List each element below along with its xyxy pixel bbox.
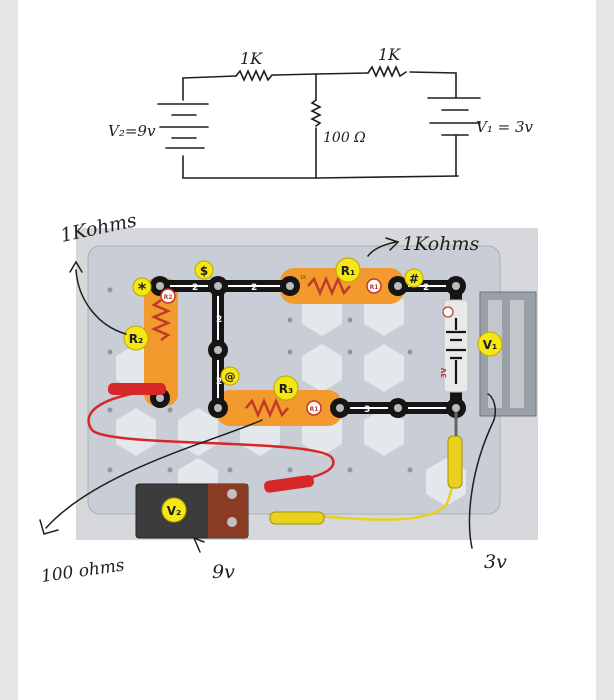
schematic-resistor-middle — [310, 99, 322, 127]
hash-symbol: # — [409, 272, 419, 286]
r1-tag-text: R1 — [370, 284, 379, 291]
schematic-battery-v1 — [427, 97, 481, 177]
dollar-symbol: $ — [200, 264, 208, 278]
red-clip-left — [108, 383, 166, 395]
arrow-r1 — [367, 241, 397, 257]
wire-label-top-2: 2 — [251, 283, 257, 293]
schematic-middle-resistor-label: 100 Ω — [323, 130, 366, 146]
wire-label-bottom: 3 — [364, 405, 370, 415]
schematic-resistor-right — [367, 65, 407, 78]
v2-badge: V₂ — [161, 497, 187, 523]
battery-holder-slot-2 — [510, 300, 524, 408]
r2-strip — [144, 278, 178, 406]
v1-tag — [442, 306, 454, 318]
arrow-r3 — [45, 419, 263, 529]
v2-badge-text: V₂ — [167, 504, 182, 518]
paper-sheet: 1K 1K V₂=9v 100 Ω V₁ = 3v — [18, 0, 596, 700]
v2-terminal-neg — [227, 517, 237, 527]
schematic-top-left-resistor-label: 1K — [240, 49, 263, 68]
wire-label-top: 2 — [192, 283, 198, 293]
r2-tag-circle — [160, 288, 176, 304]
r1-small-value: 1K — [300, 275, 307, 281]
r3-zigzag — [245, 397, 289, 419]
arrow-r3-head — [39, 519, 59, 535]
r3-tag-text: R1 — [310, 406, 319, 413]
r2-badge: R₂ — [123, 325, 149, 351]
arrow-v1 — [468, 393, 497, 549]
schematic-top-wire — [182, 71, 457, 99]
at-badge: @ — [220, 366, 240, 386]
v2-terminal-pos — [227, 489, 237, 499]
arrow-r2 — [75, 269, 127, 335]
diagram-canvas: 1K 1K V₂=9v 100 Ω V₁ = 3v — [39, 45, 538, 587]
schematic-resistor-left — [235, 69, 277, 82]
wire-number-labels: 2 2 2 2 2 3 — [192, 283, 429, 415]
r3-badge: R₃ — [273, 375, 299, 401]
v1-battery-symbol — [446, 318, 466, 384]
star-symbol: * — [138, 279, 147, 298]
schematic — [157, 65, 481, 179]
schematic-left-source-label: V₂=9v — [108, 122, 156, 140]
r1-tag-circle — [366, 278, 382, 294]
note-r3: 100 ohms — [40, 555, 126, 587]
wire-label-right: 2 — [423, 283, 429, 293]
annotation-arrows — [39, 237, 497, 553]
schematic-top-right-resistor-label: 1K — [378, 45, 401, 64]
v1-voltage-label: 3V — [440, 367, 448, 378]
r3-tag-circle — [306, 400, 322, 416]
at-symbol: @ — [225, 370, 236, 383]
dollar-badge: $ — [194, 260, 214, 280]
schematic-right-source-label: V₁ = 3v — [476, 118, 533, 136]
arrow-r2-head — [69, 260, 83, 273]
r2-badge-text: R₂ — [129, 332, 144, 346]
arrow-v2 — [193, 537, 205, 553]
yellow-clip-right — [447, 435, 463, 489]
circuit-board: R2 R1 R1 1K 2 2 2 2 2 3 3V R₁ R₂ — [76, 228, 538, 540]
wire-label-vertical: 2 — [216, 315, 222, 325]
r1-badge: R₁ — [335, 257, 361, 283]
r2-tag-text: R2 — [164, 294, 173, 301]
schematic-middle-wire — [315, 73, 459, 179]
yellow-clip-left — [269, 511, 325, 525]
v1-battery-snap — [443, 299, 469, 393]
note-v1: 3v — [484, 551, 507, 573]
r1-zigzag — [307, 275, 351, 297]
grid-pegs — [107, 287, 413, 473]
red-wire — [87, 388, 335, 484]
star-badge: * — [132, 277, 152, 298]
v1-badge-text: V₁ — [483, 338, 498, 352]
schematic-battery-v2 — [157, 103, 209, 149]
note-v2: 9v — [212, 561, 235, 583]
r1-badge-text: R₁ — [341, 264, 356, 278]
red-clip-right — [264, 475, 314, 493]
r3-badge-text: R₃ — [279, 382, 294, 396]
wire-label-vertical-2: 2 — [216, 377, 222, 387]
v1-badge: V₁ — [477, 331, 503, 357]
schematic-left-wire — [182, 77, 317, 179]
snap-nodes — [150, 276, 466, 418]
hash-badge: # — [404, 268, 424, 288]
r2-zigzag — [150, 298, 172, 342]
arrow-r1-head — [385, 237, 400, 251]
note-r1: 1Kohms — [402, 233, 479, 255]
